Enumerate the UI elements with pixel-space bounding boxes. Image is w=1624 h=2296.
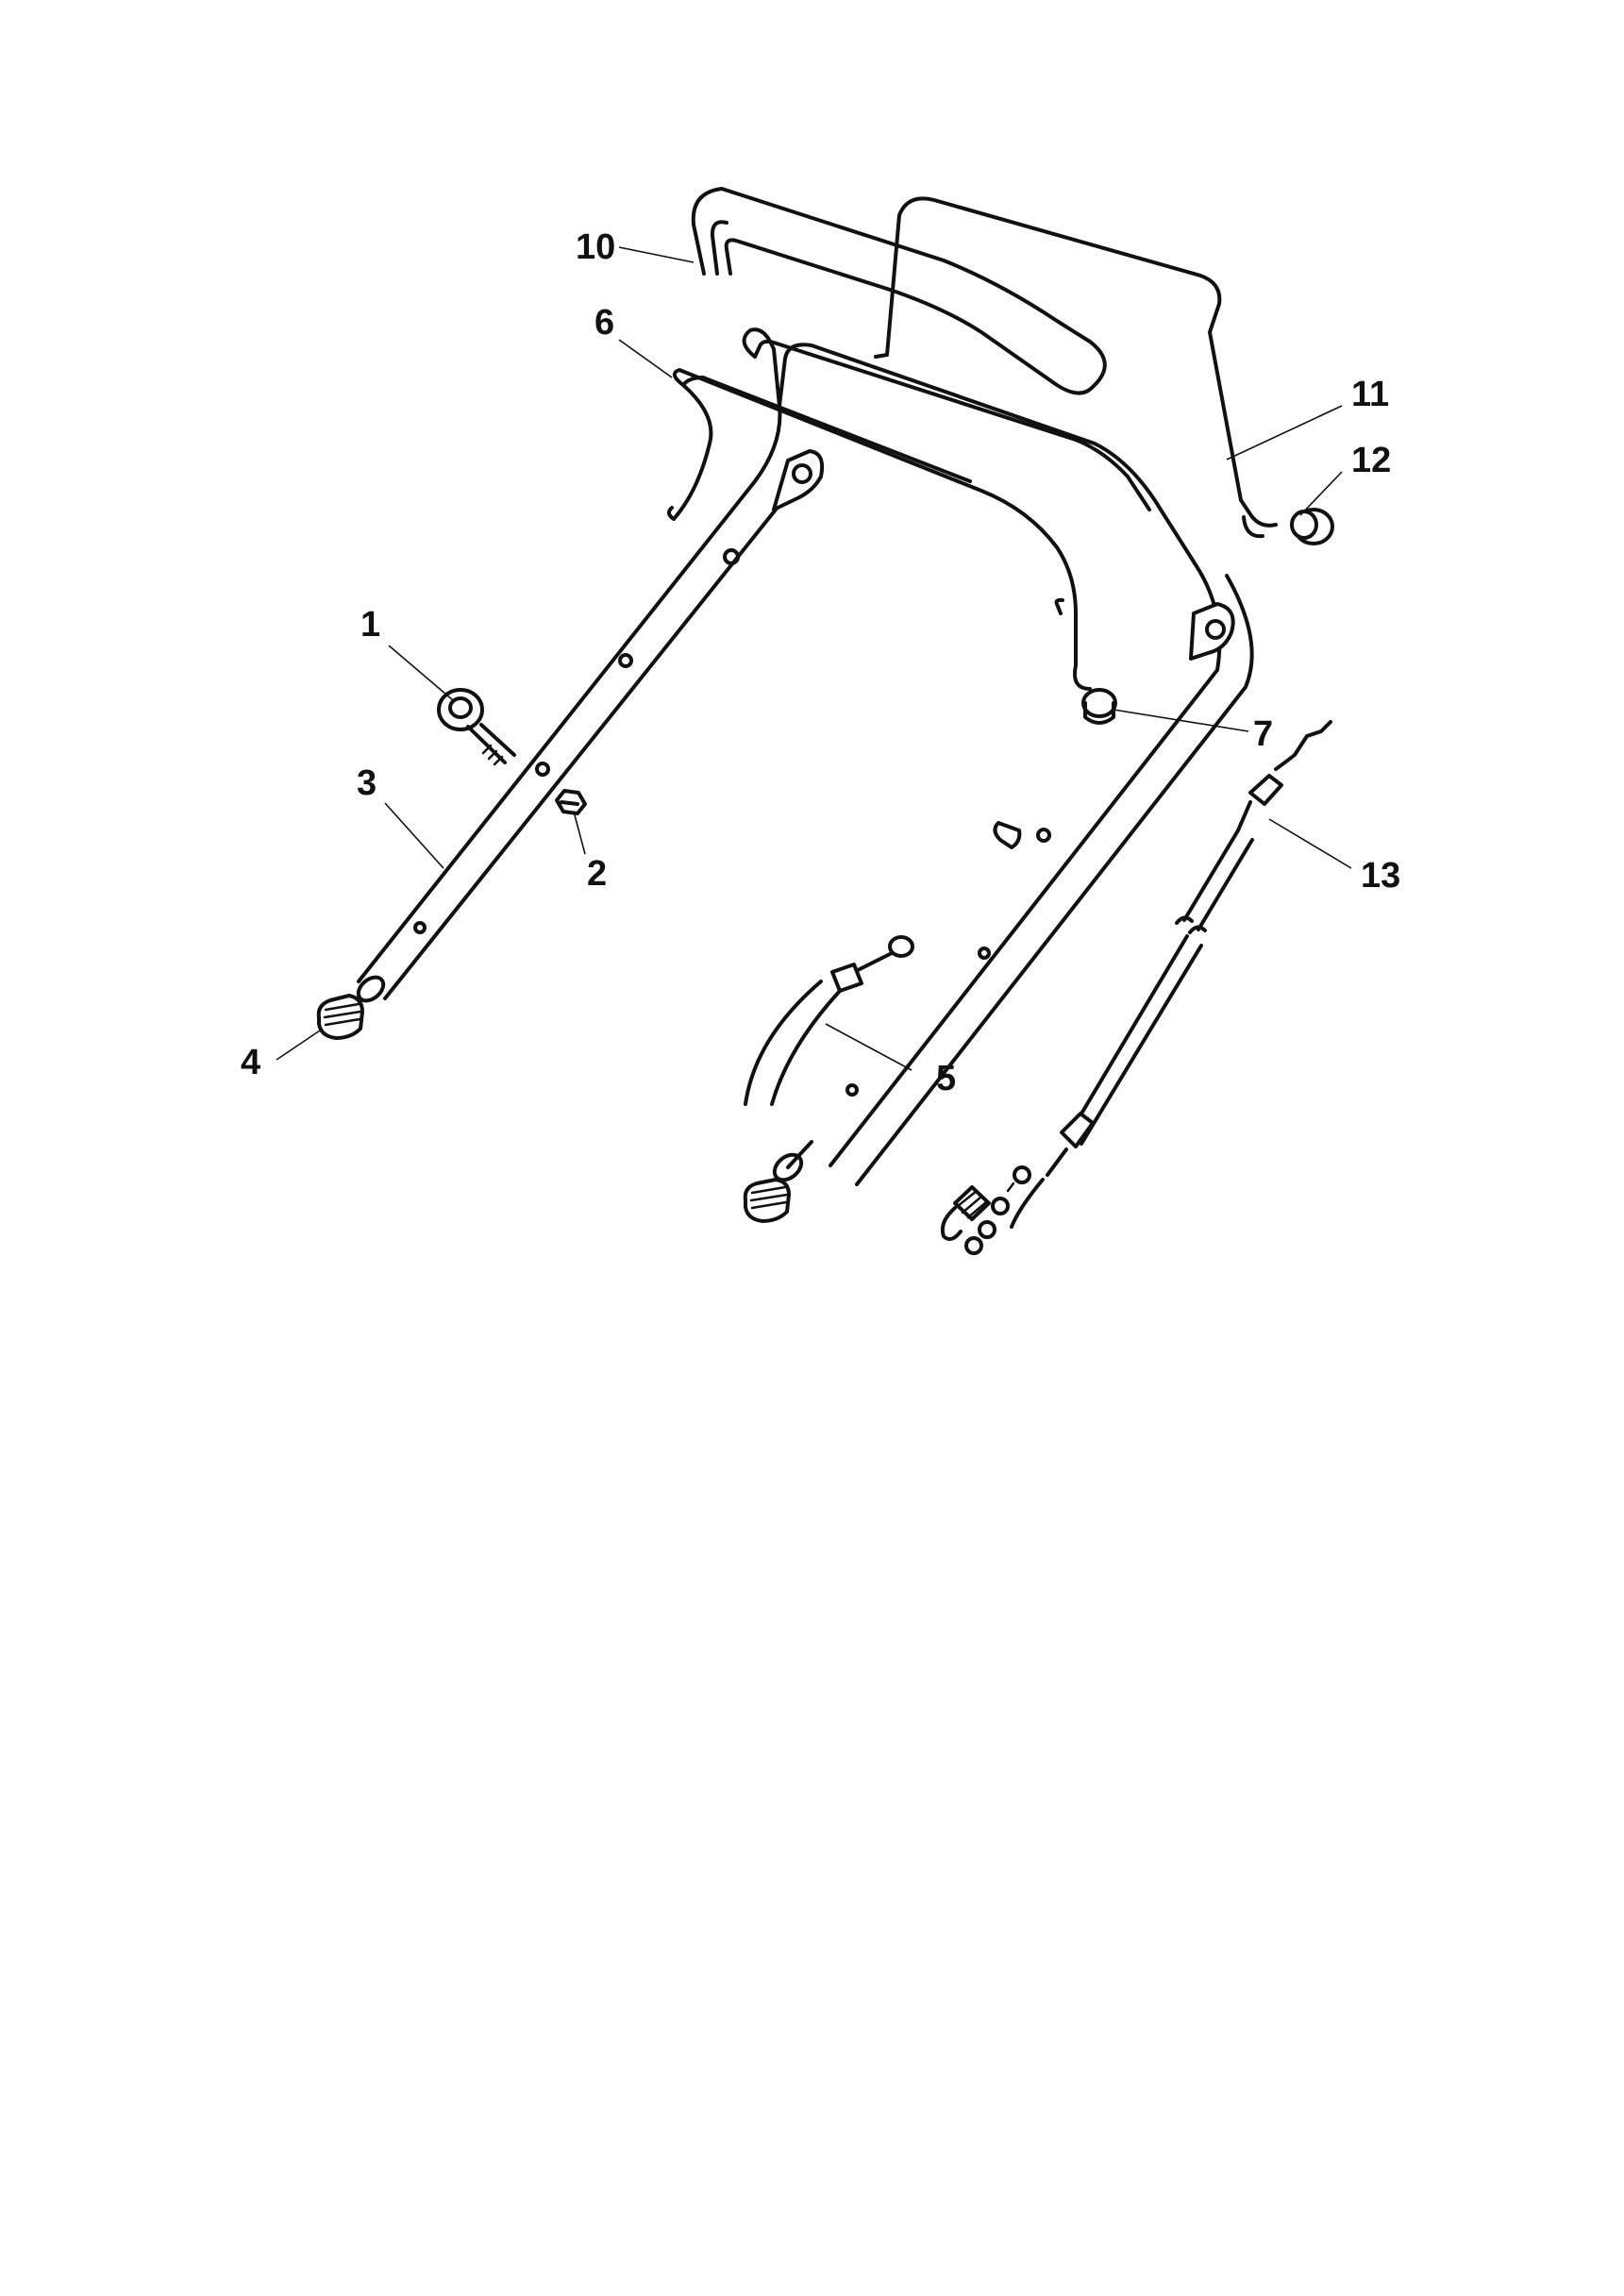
washers: [964, 1165, 1031, 1255]
part-11-control-bail: [874, 196, 1278, 539]
callout-7: 7: [1253, 714, 1273, 754]
part-7-spacer: [1081, 688, 1117, 725]
part-2-nut: [555, 789, 587, 815]
callout-1: 1: [360, 605, 380, 645]
part-4-end-plug: [316, 994, 364, 1040]
callout-10: 10: [576, 227, 615, 267]
callout-6: 6: [594, 303, 614, 343]
callout-13: 13: [1361, 856, 1400, 896]
part-12-bush: [1290, 508, 1334, 545]
callout-2: 2: [587, 854, 607, 894]
callout-3: 3: [357, 763, 377, 803]
end-plug-right: [743, 1178, 791, 1223]
main-handle-frame: [356, 327, 1254, 1186]
part-5-cable: [744, 935, 914, 1106]
callout-12: 12: [1351, 441, 1391, 480]
callout-labels: 10 6 11 12 1 3 2 4 5 7 13: [241, 227, 1400, 1098]
part-13-cable: [940, 720, 1332, 1242]
part-1-eye-bolt: [437, 688, 516, 766]
leader-lines: [276, 246, 1352, 1071]
callout-5: 5: [936, 1059, 956, 1098]
callout-11: 11: [1351, 375, 1389, 414]
callout-4: 4: [241, 1043, 260, 1082]
part-10-handle-bar: [691, 187, 1107, 395]
part-6-guide-wire: [667, 368, 1092, 691]
